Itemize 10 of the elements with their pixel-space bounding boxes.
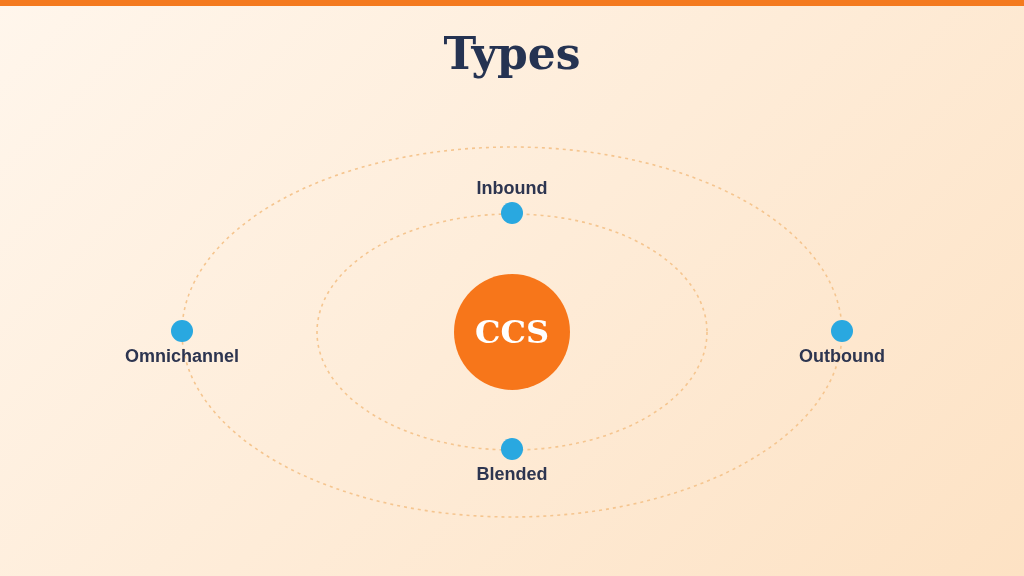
type-label: Inbound [476,178,548,199]
dot-marker [501,202,523,224]
type-label: Omnichannel [125,346,239,367]
title: Types [443,28,581,79]
dot-marker [831,320,853,342]
dot-marker [501,438,523,460]
dot-marker [171,320,193,342]
center-label: CCS [474,313,549,351]
type-label: Blended [476,464,548,485]
type-label: Outbound [799,346,885,367]
